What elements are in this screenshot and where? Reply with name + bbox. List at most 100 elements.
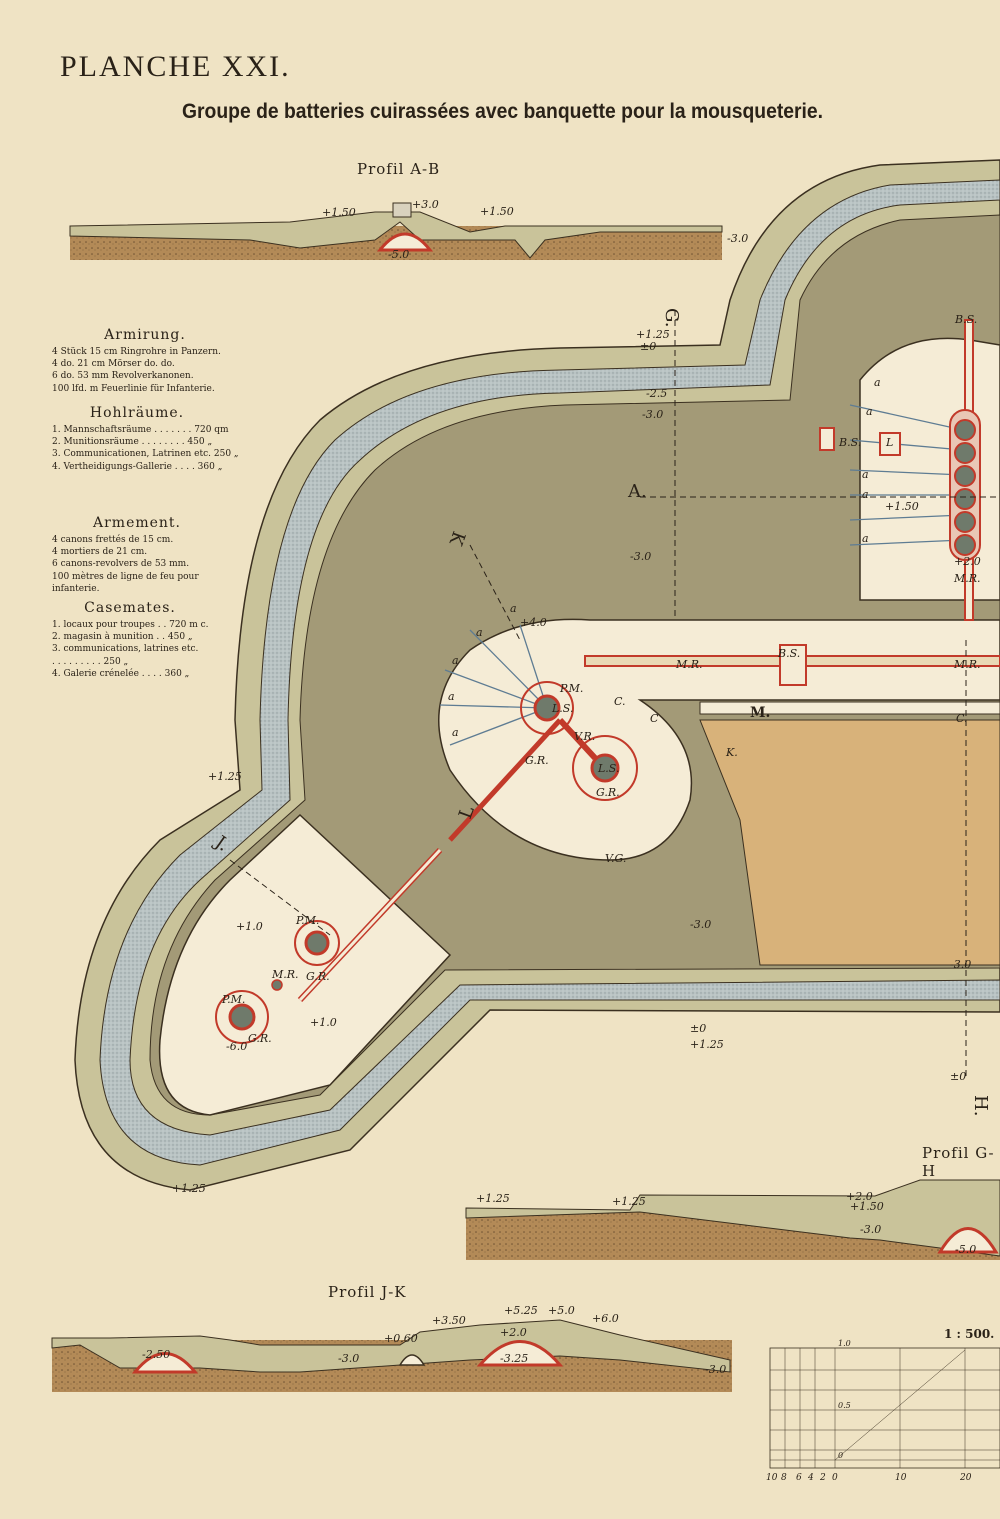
profile-jk-caption: Profil J-K <box>328 1283 407 1301</box>
hohlraume-item: 4. Vertheidigungs-Gallerie . . . . 360 „ <box>52 461 223 472</box>
elevation-label: +4.0 <box>520 616 547 629</box>
elevation-label: +5.25 <box>504 1304 538 1317</box>
scale-tick: 4 <box>807 1473 814 1483</box>
elevation-label: ±0 <box>690 1022 706 1035</box>
embrasure-label: a <box>452 726 459 739</box>
elevation-label: +1.50 <box>480 205 514 218</box>
c-label: C. <box>956 712 968 725</box>
scale-mark: 0 <box>838 1451 843 1460</box>
elevation-label: +3.50 <box>432 1314 466 1327</box>
elevation-label: +5.0 <box>548 1304 575 1317</box>
casemates-item: 1. locaux pour troupes . . 720 m c. <box>52 620 209 630</box>
elevation-label: -6.0 <box>226 1040 247 1053</box>
hohlraume-item: 3. Communicationen, Latrinen etc. 250 „ <box>52 449 239 460</box>
gr-label: G.R. <box>525 754 549 767</box>
plate-title: Groupe de batteries cuirassées avec banq… <box>182 100 823 123</box>
embrasure-label: a <box>862 488 869 501</box>
elevation-label: +1.0 <box>310 1016 337 1029</box>
plan-body: A. G. H. J. K L M. B.S. B.S. B.S. L M.R.… <box>74 159 1000 1195</box>
armement-item: 4 mortiers de 21 cm. <box>52 547 148 558</box>
elevation-label: +6.0 <box>592 1312 619 1325</box>
scale-mark: 1.0 <box>838 1339 851 1348</box>
scale-tick: 10 <box>766 1473 778 1483</box>
scale-tick: 20 <box>959 1473 972 1483</box>
elevation-label: -3.0 <box>860 1223 881 1236</box>
embrasure-label: a <box>862 468 869 481</box>
casemates-list: 1. locaux pour troupes . . 720 m c. 2. m… <box>52 619 232 680</box>
elevation-label: +1.25 <box>172 1182 206 1195</box>
elevation-label: -3.0 <box>950 958 971 971</box>
scale-tick: 0 <box>832 1473 838 1483</box>
elevation-label: ±0 <box>640 340 656 353</box>
armirung-item: 6 do. 53 mm Revolverkanonen. <box>52 371 194 382</box>
armirung-heading: Armirung. <box>104 327 186 343</box>
elevation-label: -2.50 <box>142 1348 170 1361</box>
elevation-label: +1.50 <box>885 500 919 513</box>
gr-label: G.R. <box>596 786 620 799</box>
elevation-label: +2.0 <box>500 1326 527 1339</box>
hohlraume-item: 2. Munitionsräume . . . . . . . . 450 „ <box>52 437 213 448</box>
m-label: M. <box>750 705 770 721</box>
profile-gh: +1.25 +1.25 +2.0 +1.50 -3.0 -5.0 <box>465 1179 1000 1260</box>
elevation-label: +1.25 <box>690 1038 724 1051</box>
vr-label: V.R. <box>574 730 595 743</box>
section-g-label: G. <box>661 308 682 327</box>
ls-label: L.S. <box>597 762 619 775</box>
armement-item: 6 canons-revolvers de 53 mm. <box>52 559 190 570</box>
bs-label: B.S. <box>838 436 861 449</box>
elevation-label: +1.25 <box>636 328 670 341</box>
scale-tick: 2 <box>819 1473 826 1483</box>
embrasure-label: a <box>874 376 881 389</box>
embrasure-label: a <box>452 654 459 667</box>
embrasure-label: a <box>866 405 873 418</box>
scale-tick: 8 <box>781 1473 787 1483</box>
k-room-label: K. <box>725 746 738 759</box>
casemates-heading: Casemates. <box>84 600 176 616</box>
elevation-label: -3.0 <box>690 918 711 931</box>
elevation-label: +1.0 <box>236 920 263 933</box>
elevation-label: -3.0 <box>338 1352 359 1365</box>
elevation-label: +1.25 <box>612 1195 646 1208</box>
c-label: C. <box>614 695 626 708</box>
elevation-label: +1.25 <box>476 1192 510 1205</box>
fire-lines <box>439 404 964 746</box>
hohlraume-item: 1. Mannschaftsräume . . . . . . . 720 qm <box>52 425 229 435</box>
elevation-label: +1.25 <box>208 770 242 783</box>
mr-label: M.R. <box>953 572 981 585</box>
profile-ab: +1.50 +3.0 +1.50 -5.0 -3.0 <box>69 198 748 261</box>
scale-tick: 6 <box>796 1473 802 1483</box>
armement-item: 100 mètres de ligne de feu pour infanter… <box>52 571 199 594</box>
elevation-label: +2.0 <box>954 555 981 568</box>
profile-ab-caption: Profil A-B <box>357 160 441 178</box>
embrasure-label: a <box>862 532 869 545</box>
hohlraume-heading: Hohlräume. <box>89 405 185 421</box>
turret-lower-left <box>215 920 340 1044</box>
casemates-item: 3. communications, latrines etc. . . . .… <box>52 644 199 667</box>
mr-label: M.R. <box>271 968 299 981</box>
profile-jk: -2.50 -3.0 +3.50 +5.25 +5.0 +6.0 +2.0 -3… <box>51 1304 732 1392</box>
elevation-label: ±0 <box>950 1070 966 1083</box>
scale-tick: 10 <box>895 1473 907 1483</box>
profile-gh-caption: Profil G-H <box>922 1144 995 1180</box>
gr-label: G.R. <box>248 1032 272 1045</box>
mr-label: M.R. <box>953 658 981 671</box>
elevation-label: -3.0 <box>630 550 651 563</box>
section-a-label: A. <box>627 481 647 502</box>
hohlraume-list: 1. Mannschaftsräume . . . . . . . 720 qm… <box>52 424 239 473</box>
elevation-label: -5.0 <box>388 248 409 261</box>
pm-label: P.M. <box>559 682 583 695</box>
armirung-item: 4 do. 21 cm Mörser do. do. <box>52 359 175 370</box>
elevation-label: -3.0 <box>727 232 748 245</box>
elevation-label: -2.5 <box>646 387 667 400</box>
gr-label: G.R. <box>306 970 330 983</box>
scale-bar: 1 : 500. 1.0 0.5 0 10 8 6 4 2 0 10 20 <box>766 1327 1000 1483</box>
l-room-label: L <box>885 436 893 449</box>
mr-label: M.R. <box>675 658 703 671</box>
elevation-label: +3.0 <box>412 198 439 211</box>
elevation-label: +1.50 <box>850 1200 884 1213</box>
armirung-item: 4 Stück 15 cm Ringrohre in Panzern. <box>52 347 221 357</box>
turret-column-right <box>779 409 981 686</box>
section-h-label: H. <box>970 1095 991 1116</box>
elevation-label: +0.60 <box>384 1332 418 1345</box>
